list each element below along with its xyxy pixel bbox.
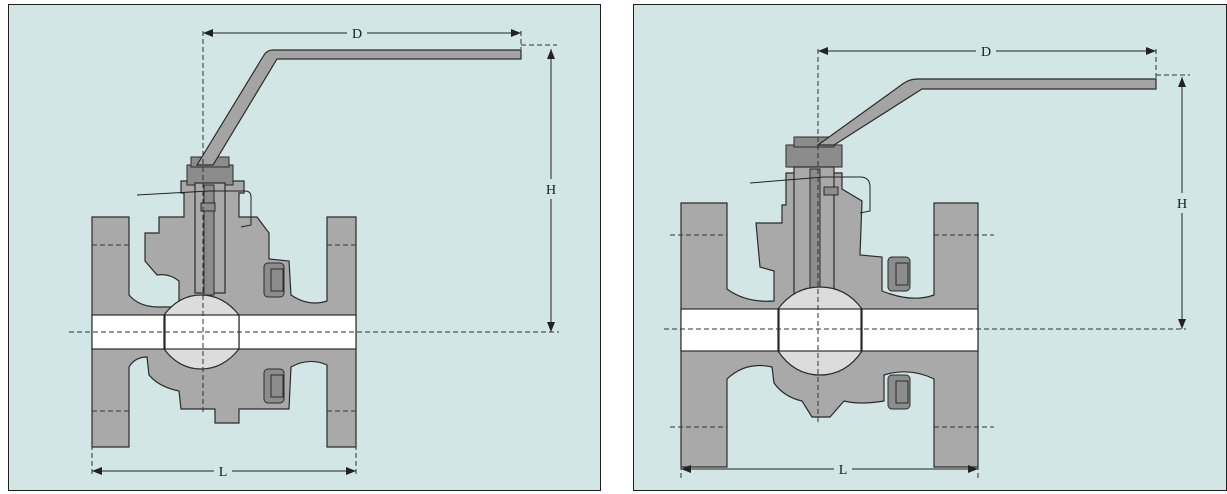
- body-bolts: [263, 262, 285, 404]
- dim-label-d: D: [981, 45, 991, 60]
- valve-diagram-right: D H L: [664, 42, 1191, 479]
- dim-label-h: H: [546, 183, 556, 198]
- dim-label-d: D: [352, 27, 362, 42]
- ball: [777, 286, 863, 376]
- dim-label-h: H: [1177, 197, 1187, 212]
- valve-drawing-left: D H L: [8, 4, 601, 491]
- dimension-h: H: [542, 49, 560, 332]
- body-bolts: [887, 256, 911, 410]
- dimension-h: H: [1173, 77, 1191, 329]
- dimension-l: L: [681, 460, 978, 478]
- dim-label-l: L: [839, 463, 848, 478]
- valve-drawing-right: D H L: [633, 4, 1227, 491]
- dimension-d: D: [818, 42, 1156, 60]
- center-lines: [664, 49, 1190, 479]
- stem-bonnet: [749, 136, 871, 298]
- dim-label-l: L: [219, 465, 228, 480]
- center-lines: [69, 31, 559, 475]
- lever-handle: [816, 78, 1157, 146]
- lever-handle: [195, 49, 522, 166]
- valve-diagram-left: D H L: [69, 24, 560, 480]
- dimension-l: L: [92, 462, 356, 480]
- dimension-d: D: [203, 24, 521, 42]
